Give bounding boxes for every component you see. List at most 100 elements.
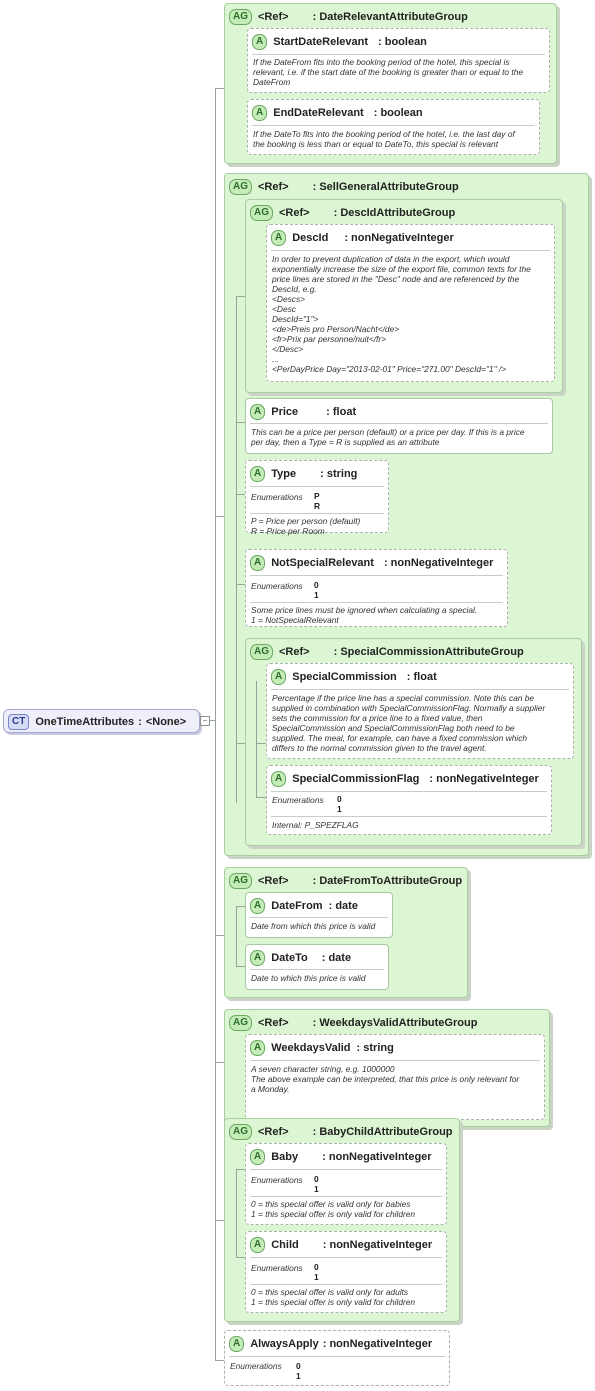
attr-description: Percentage if the price line has a speci… — [272, 693, 546, 753]
attr-name: SpecialCommissionFlag — [292, 773, 420, 785]
attr-type: : nonNegativeInteger — [322, 1338, 433, 1350]
a-badge: A — [250, 898, 266, 914]
ag-badge: AG — [229, 9, 252, 25]
branch-g1 — [215, 88, 224, 89]
attr-name: EndDateRelevant — [273, 107, 364, 119]
enumerations-label: Enumerations — [251, 581, 303, 591]
a-badge: A — [271, 771, 287, 787]
attr-type: : string — [356, 1042, 394, 1054]
attribute-end-date-relevant[interactable]: A EndDateRelevant : boolean If the DateTo … — [247, 99, 540, 155]
attr-name: Baby — [271, 1151, 299, 1163]
attribute-always-apply[interactable]: A AlwaysApply: nonNegativeInteger Enumera… — [224, 1330, 450, 1386]
attribute-group-special-commission[interactable]: AG <Ref> : SpecialCommissionAttributeGroup… — [245, 638, 582, 846]
a-badge: A — [250, 1149, 266, 1165]
attr-description: A seven character string, e.g. 1000000 T… — [251, 1064, 520, 1094]
group-name: : SellGeneralAttributeGroup — [312, 181, 459, 193]
collapse-toggle-icon[interactable]: − — [200, 716, 210, 726]
ag-badge: AG — [229, 1124, 252, 1140]
a-badge: A — [250, 404, 266, 420]
attribute-desc-id[interactable]: A DescId : nonNegativeInteger In order to … — [266, 224, 555, 382]
ref-label: <Ref> — [279, 207, 310, 219]
group-name: : SpecialCommissionAttributeGroup — [333, 646, 524, 658]
ag-badge: AG — [229, 873, 252, 889]
enumeration-values: 0 1 — [314, 580, 319, 600]
a-badge: A — [271, 669, 287, 685]
branch-g4 — [215, 1062, 224, 1063]
enumeration-values: 0 1 — [314, 1262, 319, 1282]
ref-label: <Ref> — [258, 1017, 289, 1029]
attribute-date-from[interactable]: A DateFrom : date Date from which this pri… — [245, 892, 393, 938]
attr-type: : nonNegativeInteger — [322, 1239, 433, 1251]
enumerations-label: Enumerations — [230, 1361, 282, 1371]
enumerations-label: Enumerations — [272, 795, 324, 805]
attribute-group-weekdays-valid[interactable]: AG <Ref> : WeekdaysValidAttributeGroup A We… — [224, 1009, 550, 1127]
attr-name: Type — [271, 468, 297, 480]
attr-type: : string — [320, 468, 358, 480]
a-badge: A — [250, 1040, 266, 1056]
attr-description: Some price lines must be ignored when ca… — [251, 605, 478, 625]
attr-type: : boolean — [373, 107, 423, 119]
complex-type-badge: CT — [8, 714, 30, 730]
attr-description: If the DateTo fits into the booking peri… — [253, 129, 515, 149]
group-name: : BabyChildAttributeGroup — [312, 1126, 453, 1138]
a-badge: A — [252, 105, 268, 121]
group-name: : DescIdAttributeGroup — [333, 207, 456, 219]
attr-type: : date — [321, 952, 352, 964]
attribute-special-commission-flag[interactable]: A SpecialCommissionFlag : nonNegativeInteg… — [266, 765, 552, 835]
attr-name: Child — [271, 1239, 299, 1251]
attr-name: Price — [271, 406, 299, 418]
attr-name: DateTo — [271, 952, 308, 964]
attr-name: WeekdaysValid — [271, 1042, 351, 1054]
attribute-special-commission[interactable]: A SpecialCommission : float Percentage if … — [266, 663, 574, 759]
complex-type-node[interactable]: CT OneTimeAttributes : <None> — [3, 709, 200, 733]
ref-label: <Ref> — [279, 646, 310, 658]
attr-description: Date from which this price is valid — [251, 921, 376, 931]
ag-badge: AG — [229, 1015, 252, 1031]
ref-label: <Ref> — [258, 181, 289, 193]
attribute-weekdays-valid[interactable]: A WeekdaysValid : string A seven character… — [245, 1034, 545, 1120]
attr-name: NotSpecialRelevant — [271, 557, 374, 569]
a-badge: A — [229, 1336, 245, 1352]
attribute-price[interactable]: A Price : float This can be a price per pe… — [245, 398, 553, 454]
branch-always — [215, 1360, 224, 1361]
attr-name: SpecialCommission — [292, 671, 397, 683]
attribute-group-sell-general[interactable]: AG <Ref> : SellGeneralAttributeGroup AG <Re… — [224, 173, 589, 856]
attr-type: : float — [326, 406, 357, 418]
group-name: : WeekdaysValidAttributeGroup — [312, 1017, 478, 1029]
attr-name: StartDateRelevant — [273, 36, 368, 48]
attr-type: : date — [328, 900, 358, 912]
a-badge: A — [271, 230, 287, 246]
attr-name: DateFrom — [271, 900, 323, 912]
attr-description: This can be a price per person (default)… — [251, 427, 525, 447]
attr-type: : float — [406, 671, 437, 683]
a-badge: A — [250, 555, 266, 571]
ag-badge: AG — [250, 644, 273, 660]
complex-type-type: <None> — [145, 716, 187, 728]
attr-type: : nonNegativeInteger — [429, 773, 539, 785]
branch-g5 — [215, 1220, 224, 1221]
enumeration-values: 0 1 — [314, 1174, 319, 1194]
attr-description: If the DateFrom fits into the booking pe… — [253, 57, 524, 87]
enumeration-values: 0 1 — [337, 794, 342, 814]
group-name: : DateFromToAttributeGroup — [312, 875, 463, 887]
attr-type: : nonNegativeInteger — [344, 232, 454, 244]
attr-description: Date to which this price is valid — [251, 973, 366, 983]
attr-name: DescId — [292, 232, 329, 244]
ref-label: <Ref> — [258, 11, 289, 23]
attr-description: In order to prevent duplication of data … — [272, 254, 531, 374]
trunk-line — [215, 88, 216, 1360]
type-separator: : — [138, 716, 142, 728]
attr-type: : boolean — [378, 36, 427, 48]
attr-name: AlwaysApply — [250, 1338, 319, 1350]
a-badge: A — [250, 466, 266, 482]
